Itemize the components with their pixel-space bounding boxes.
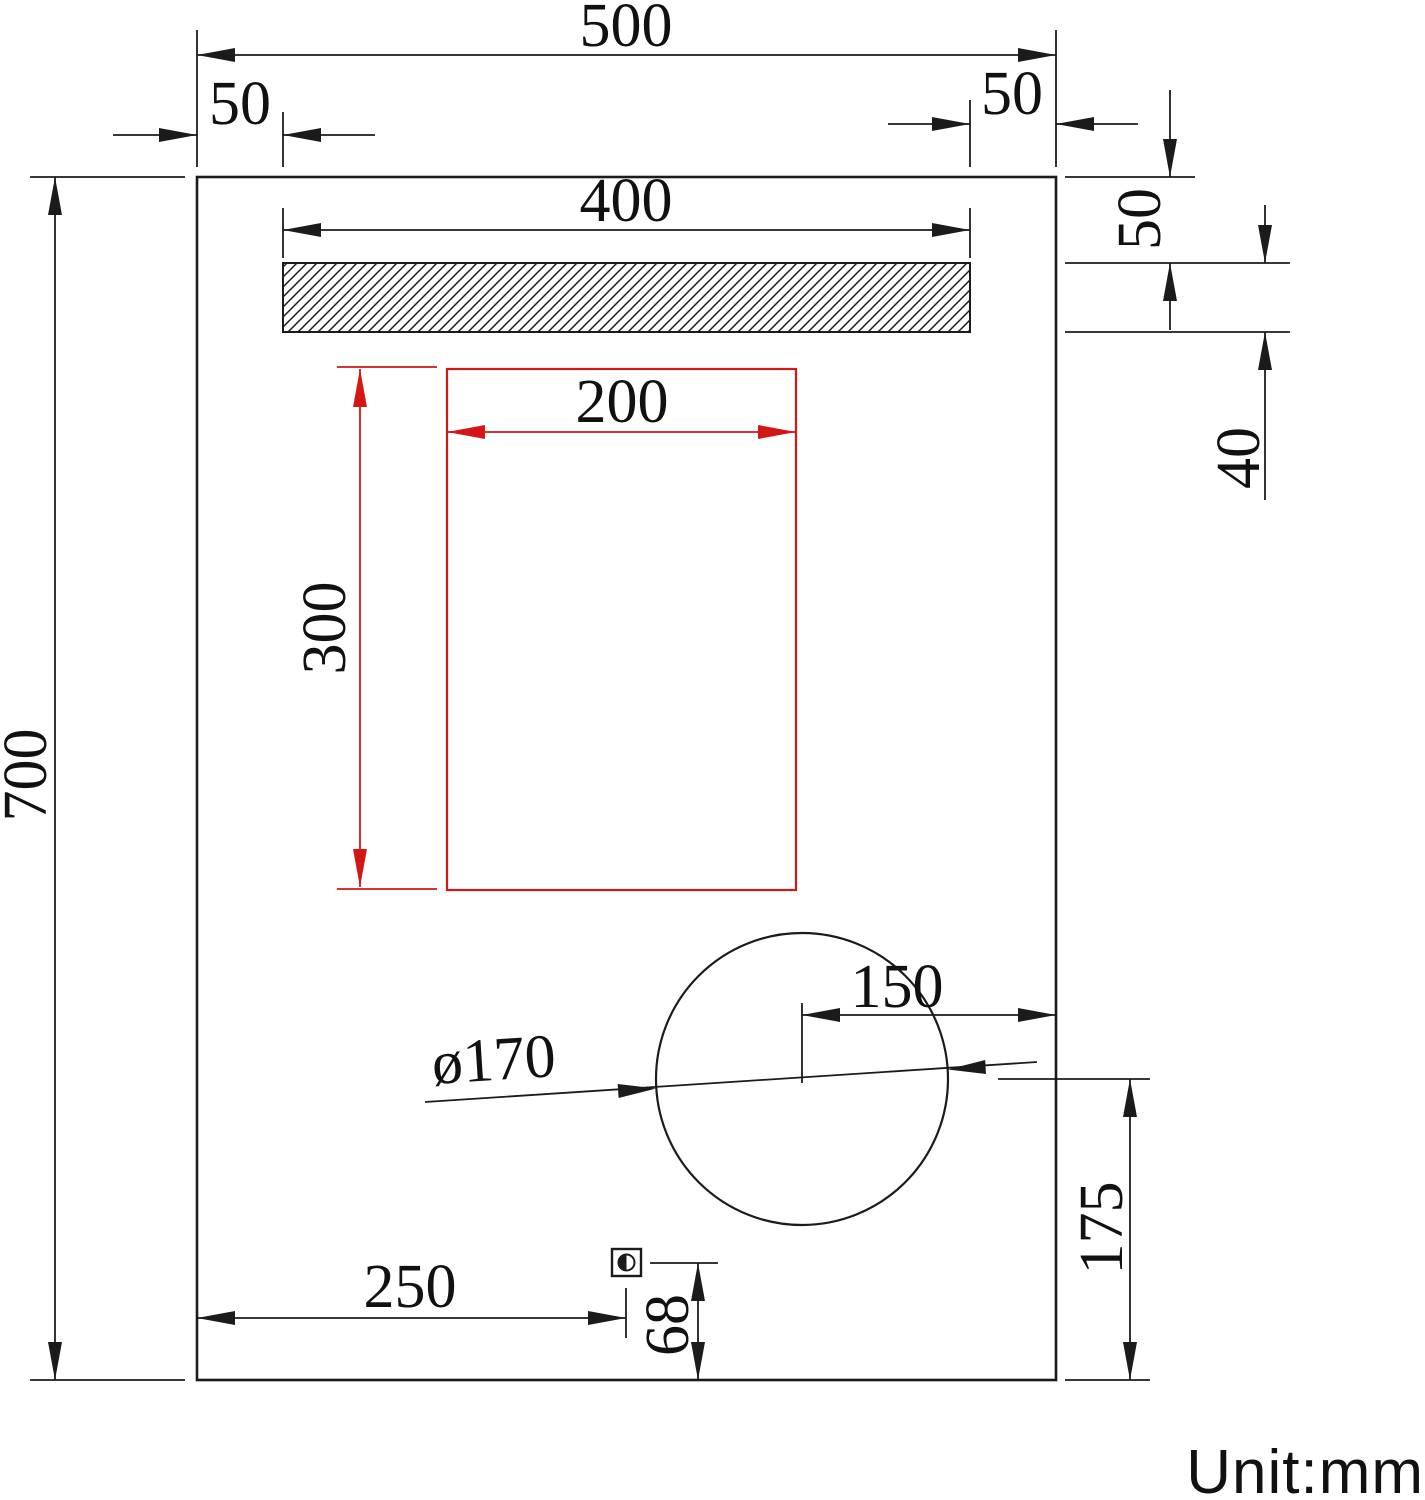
unit-note: Unit:mm [1186, 1438, 1424, 1500]
dim-label-strip-height: 40 [1205, 427, 1273, 489]
demister-pad-outline [445, 367, 798, 892]
dim-label-hole-diameter: ø170 [430, 1022, 558, 1098]
mirror-outline [195, 175, 1058, 1382]
dim-hole-offset-right: 150 [802, 953, 1056, 1022]
dim-label-overall-width: 500 [580, 0, 673, 60]
led-strip-hatched-bar [282, 262, 971, 333]
dim-overall-width: 500 [196, 0, 1057, 167]
dim-label-strip-right-offset: 50 [981, 60, 1043, 128]
hole-circle [654, 931, 950, 1227]
dim-label-strip-left-offset: 50 [209, 70, 271, 138]
dim-label-overall-height: 700 [0, 729, 60, 822]
dim-pad-height: 300 [291, 366, 437, 890]
dim-hole-offset-bottom: 175 [998, 1078, 1150, 1381]
dim-label-strip-top-gap: 50 [1106, 188, 1174, 250]
dim-hole-diameter: ø170 [424, 1022, 1038, 1103]
dim-label-pad-height: 300 [291, 582, 359, 675]
dim-strip-height: 40 [1065, 205, 1290, 500]
dim-strip-right-offset: 50 [888, 60, 1138, 167]
dim-label-hole-offset-right: 150 [851, 953, 944, 1021]
dim-label-strip-width: 400 [580, 167, 673, 235]
dim-sensor-offset-bottom: 68 [634, 1262, 718, 1380]
dim-label-sensor-offset-bottom: 68 [634, 1294, 702, 1356]
dim-pad-width: 200 [447, 368, 796, 439]
dim-sensor-offset-left: 250 [197, 1253, 627, 1338]
dim-label-pad-width: 200 [576, 368, 669, 436]
dim-strip-top-gap: 50 [1065, 90, 1290, 330]
dim-label-hole-offset-bottom: 175 [1068, 1182, 1136, 1275]
dim-label-sensor-offset-left: 250 [364, 1253, 457, 1321]
dim-strip-width: 400 [282, 167, 971, 258]
dim-strip-left-offset: 50 [113, 70, 375, 167]
dim-overall-height: 700 [0, 176, 185, 1381]
touch-sensor-icon [610, 1247, 643, 1278]
